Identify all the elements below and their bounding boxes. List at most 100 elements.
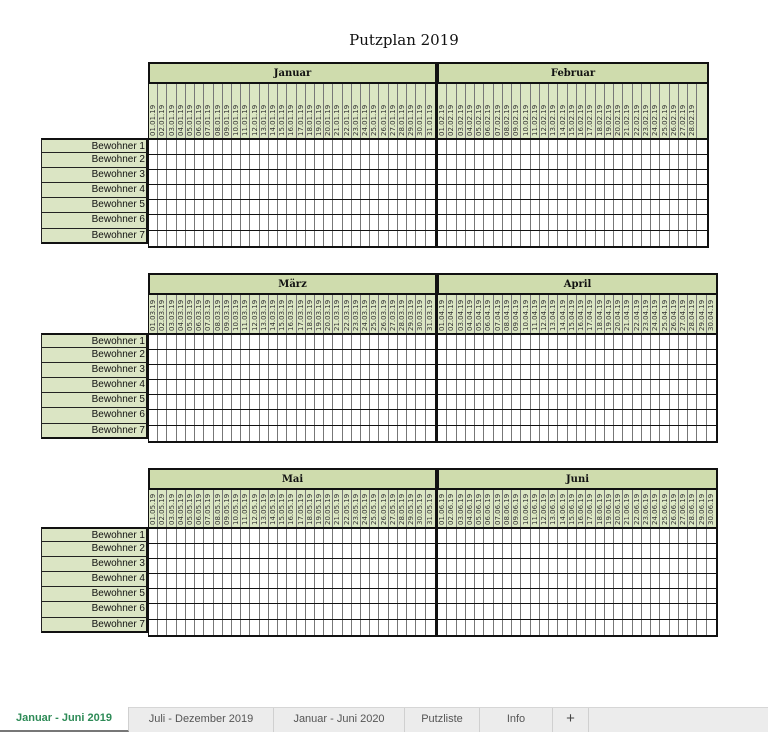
grid-cell[interactable] [185, 425, 196, 441]
grid-cell[interactable] [176, 170, 186, 185]
date-cell[interactable] [697, 84, 707, 138]
grid-cell[interactable] [231, 589, 242, 604]
grid-cell[interactable] [296, 230, 306, 246]
date-cell[interactable]: 01.01.19 [149, 84, 159, 138]
grid-cell[interactable] [493, 395, 503, 410]
grid-cell[interactable] [604, 350, 615, 365]
grid-cell[interactable] [438, 574, 448, 589]
grid-cell[interactable] [549, 380, 559, 395]
grid-cell[interactable] [706, 544, 716, 559]
date-cell[interactable]: 23.04.19 [641, 295, 652, 333]
grid-cell[interactable] [185, 574, 196, 589]
date-cell[interactable]: 14.02.19 [558, 84, 568, 138]
grid-cell[interactable] [438, 589, 448, 604]
grid-cell[interactable] [669, 215, 679, 230]
grid-cell[interactable] [623, 604, 633, 619]
grid-cell[interactable] [521, 425, 531, 441]
grid-cell[interactable] [530, 380, 540, 395]
grid-cell[interactable] [425, 215, 435, 230]
grid-cell[interactable] [324, 589, 334, 604]
grid-cell[interactable] [465, 350, 476, 365]
grid-cell[interactable] [195, 529, 205, 544]
grid-cell[interactable] [287, 544, 297, 559]
grid-cell[interactable] [438, 140, 448, 155]
grid-cell[interactable] [222, 350, 232, 365]
grid-cell[interactable] [669, 604, 679, 619]
grid-cell[interactable] [259, 140, 269, 155]
grid-cell[interactable] [465, 574, 476, 589]
grid-cell[interactable] [595, 215, 605, 230]
grid-cell[interactable] [195, 380, 205, 395]
grid-cell[interactable] [379, 200, 389, 215]
grid-cell[interactable] [342, 410, 352, 425]
grid-cell[interactable] [576, 559, 587, 574]
grid-cell[interactable] [149, 425, 159, 441]
grid-cell[interactable] [250, 589, 260, 604]
date-cell[interactable]: 12.06.19 [539, 490, 550, 527]
grid-cell[interactable] [305, 544, 315, 559]
grid-cell[interactable] [204, 140, 214, 155]
grid-cell[interactable] [530, 155, 540, 170]
grid-cell[interactable] [185, 365, 196, 380]
grid-cell[interactable] [438, 410, 448, 425]
grid-cell[interactable] [632, 604, 642, 619]
grid-cell[interactable] [425, 589, 435, 604]
grid-cell[interactable] [438, 604, 448, 619]
grid-cell[interactable] [324, 425, 334, 441]
grid-cell[interactable] [268, 410, 279, 425]
grid-cell[interactable] [324, 350, 334, 365]
grid-cell[interactable] [678, 619, 689, 635]
date-cell[interactable]: 05.01.19 [185, 84, 196, 138]
grid-cell[interactable] [530, 365, 540, 380]
grid-cell[interactable] [388, 230, 398, 246]
grid-cell[interactable] [204, 619, 214, 635]
grid-cell[interactable] [416, 185, 426, 200]
grid-cell[interactable] [379, 544, 389, 559]
grid-cell[interactable] [465, 215, 476, 230]
date-cell[interactable]: 10.02.19 [521, 84, 531, 138]
grid-cell[interactable] [324, 215, 334, 230]
grid-cell[interactable] [213, 155, 223, 170]
grid-cell[interactable] [204, 589, 214, 604]
date-cell[interactable]: 26.01.19 [379, 84, 389, 138]
grid-cell[interactable] [549, 619, 559, 635]
date-cell[interactable]: 02.05.19 [158, 490, 168, 527]
grid-cell[interactable] [484, 604, 494, 619]
grid-cell[interactable] [176, 589, 186, 604]
grid-cell[interactable] [407, 619, 417, 635]
grid-cell[interactable] [407, 410, 417, 425]
grid-cell[interactable] [567, 215, 577, 230]
grid-cell[interactable] [567, 604, 577, 619]
date-cell[interactable]: 19.06.19 [604, 490, 615, 527]
grid-cell[interactable] [595, 365, 605, 380]
grid-cell[interactable] [176, 395, 186, 410]
date-cell[interactable]: 29.04.19 [697, 295, 707, 333]
date-cell[interactable]: 16.05.19 [287, 490, 297, 527]
grid-cell[interactable] [438, 395, 448, 410]
grid-cell[interactable] [351, 215, 362, 230]
grid-cell[interactable] [167, 350, 177, 365]
grid-cell[interactable] [493, 335, 503, 350]
grid-cell[interactable] [465, 589, 476, 604]
grid-cell[interactable] [688, 574, 698, 589]
grid-cell[interactable] [465, 230, 476, 246]
grid-cell[interactable] [549, 529, 559, 544]
grid-cell[interactable] [641, 574, 652, 589]
grid-cell[interactable] [397, 230, 408, 246]
grid-cell[interactable] [158, 529, 168, 544]
grid-cell[interactable] [278, 425, 288, 441]
grid-cell[interactable] [465, 395, 476, 410]
grid-cell[interactable] [195, 155, 205, 170]
grid-cell[interactable] [614, 380, 624, 395]
grid-cell[interactable] [250, 155, 260, 170]
grid-cell[interactable] [167, 215, 177, 230]
grid-cell[interactable] [296, 619, 306, 635]
grid-cell[interactable] [176, 185, 186, 200]
grid-cell[interactable] [660, 425, 670, 441]
grid-cell[interactable] [259, 185, 269, 200]
grid-cell[interactable] [333, 215, 343, 230]
grid-cell[interactable] [604, 170, 615, 185]
grid-cell[interactable] [149, 574, 159, 589]
date-cell[interactable]: 04.04.19 [465, 295, 476, 333]
grid-cell[interactable] [512, 215, 522, 230]
